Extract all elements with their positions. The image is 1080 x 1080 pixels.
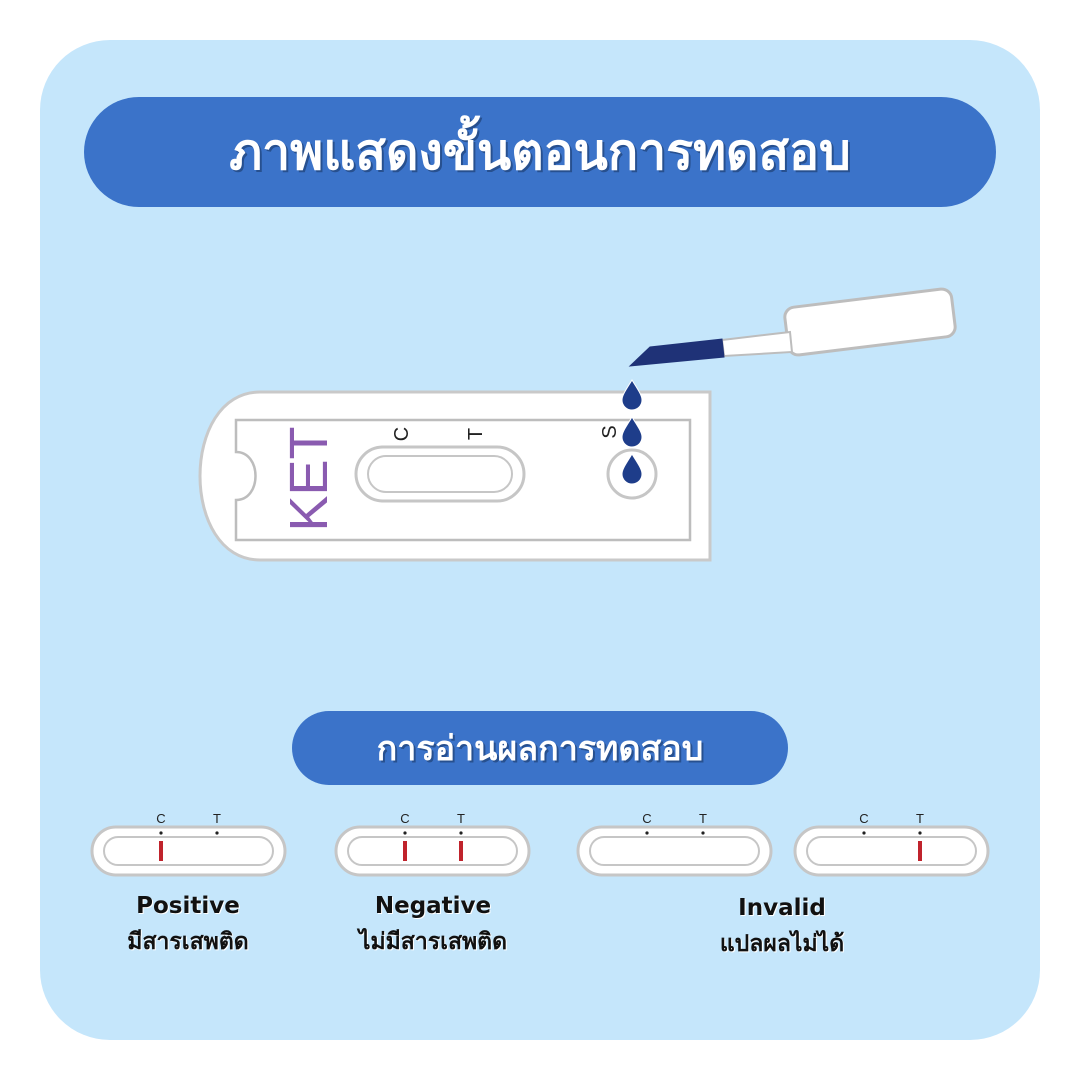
test-cassette [198,390,712,562]
result-positive: Positive มีสารเสพติด [88,888,288,960]
strip-t-label: T [213,811,221,826]
test-line [918,841,922,861]
strip-t-dot [459,831,463,835]
strip-c-dot [159,831,163,835]
strip-c-dot [645,831,649,835]
dropper-icon [628,287,957,367]
control-label: C [391,427,413,441]
result-invalid-th: แปลผลไม่ได้ [719,931,845,957]
result-negative: Negative ไม่มีสารเสพติด [318,888,548,960]
result-negative-th: ไม่มีสารเสพติด [358,929,508,955]
strip-t-label: T [699,811,707,826]
results-title: การอ่านผลการทดสอบ [292,711,788,785]
strip-c-dot [862,831,866,835]
strip-t-label: T [457,811,465,826]
strip-c-dot [403,831,407,835]
strip-c-label: C [156,811,165,826]
result-positive-en: Positive [136,893,240,919]
strip-c-label: C [400,811,409,826]
strip-c-label: C [642,811,651,826]
page-title: ภาพแสดงขั้นตอนการทดสอบ [84,97,996,207]
sample-label: S [599,425,621,438]
control-line [159,841,163,861]
strip-t-dot [918,831,922,835]
test-line [459,841,463,861]
result-positive-th: มีสารเสพติด [127,929,249,955]
strip-c-label: C [859,811,868,826]
result-invalid-en: Invalid [738,895,826,921]
brand-label: KET [279,426,339,531]
drop-icon [621,379,643,485]
strip-t-dot [215,831,219,835]
strip-t-dot [701,831,705,835]
strip-t-label: T [916,811,924,826]
result-negative-en: Negative [374,893,492,919]
control-line [403,841,407,861]
result-invalid: Invalid แปลผลไม่ได้ [682,890,882,962]
test-label: T [465,428,487,440]
